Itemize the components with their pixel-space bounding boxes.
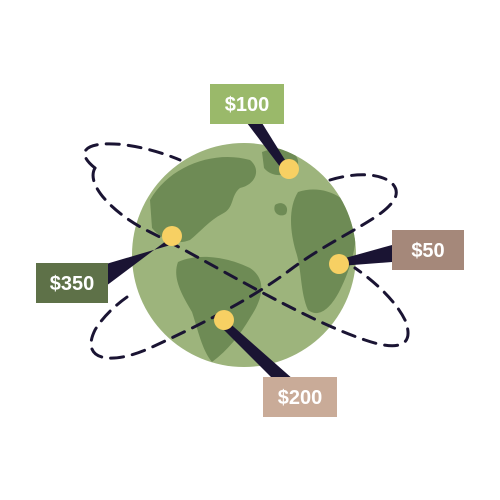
location-marker-100 [279,159,299,179]
location-marker-350 [162,226,182,246]
price-tag-350: $350 [36,263,108,303]
pointer-50 [338,245,392,266]
location-marker-50 [329,254,349,274]
globe [132,143,356,367]
price-tag-200-label: $200 [278,387,323,409]
location-marker-200 [214,310,234,330]
pointer-100 [247,123,290,172]
price-tag-350-label: $350 [50,273,95,295]
price-tag-50: $50 [392,230,464,270]
price-tag-200-bg [263,377,337,417]
price-tag-50-label: $50 [411,240,444,262]
orbit-back [83,142,398,207]
pointer-200 [220,320,294,380]
price-tag-100-label: $100 [225,94,270,116]
price-tag-50-bg [392,230,464,270]
price-tag-100: $100 [210,84,284,124]
price-tag-350-bg [36,263,108,303]
orbit-front [89,166,410,360]
price-tag-200: $200 [263,377,337,417]
price-tag-100-bg [210,84,284,124]
location-markers [162,159,349,330]
